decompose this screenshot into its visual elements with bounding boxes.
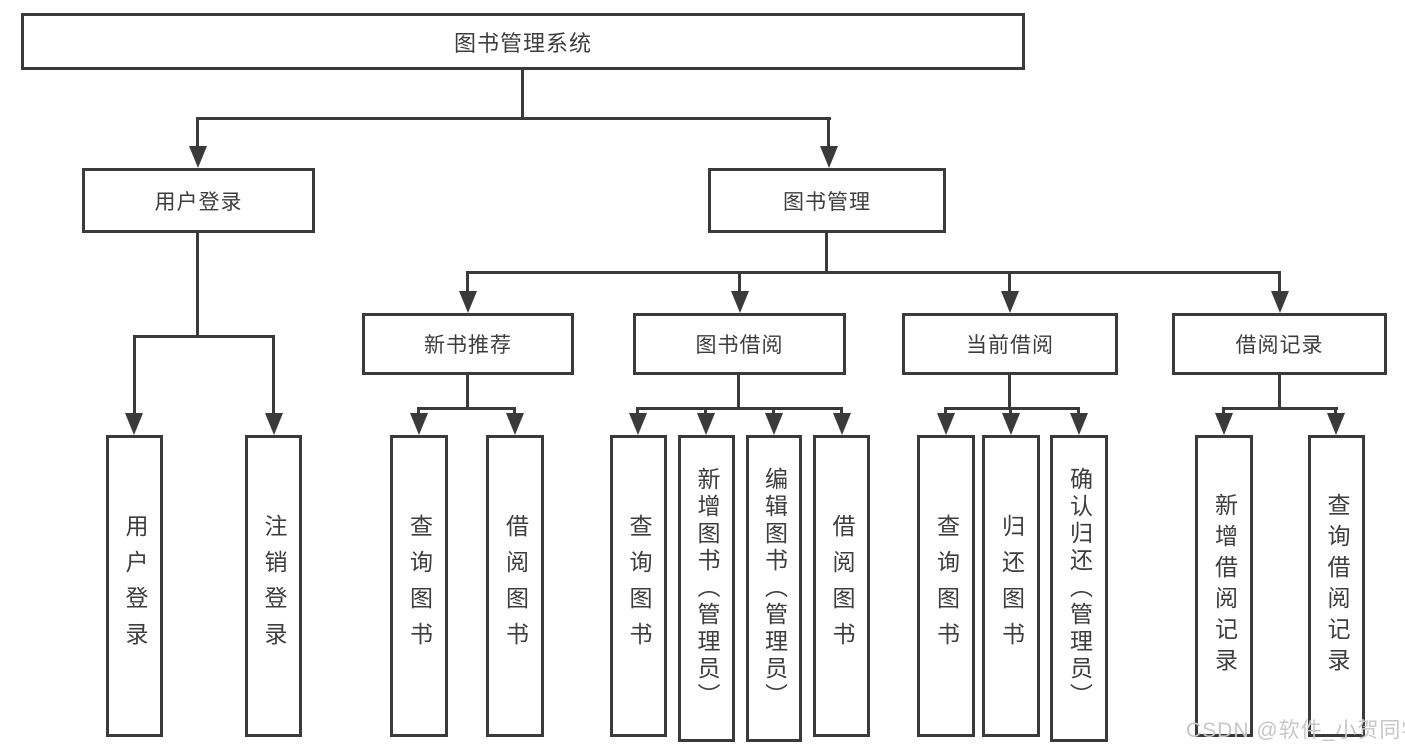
arrow-down-icon — [833, 413, 851, 435]
connector-line — [1009, 407, 1012, 416]
connector-line — [827, 117, 830, 149]
connector-line — [417, 407, 420, 416]
connector-line — [466, 271, 1281, 274]
connector-line — [636, 407, 639, 416]
connector-line — [637, 407, 843, 410]
connector-line — [1223, 407, 1338, 410]
connector-line — [133, 335, 136, 415]
node-borrow-records: 借阅记录 — [1172, 313, 1387, 375]
connector-line — [944, 407, 947, 416]
arrow-down-icon — [697, 413, 715, 435]
arrow-down-icon — [125, 413, 143, 435]
leaf-borrow-records-1: 查询借阅记录 — [1308, 435, 1365, 737]
arrow-down-icon — [459, 291, 477, 313]
arrow-down-icon — [1002, 413, 1020, 435]
connector-line — [513, 407, 516, 416]
watermark: CSDN @软件_小贺同学 — [1186, 719, 1405, 742]
arrow-down-icon — [731, 291, 749, 313]
arrow-down-icon — [1070, 413, 1088, 435]
node-current-borrow: 当前借阅 — [902, 313, 1118, 375]
node-book-borrow: 图书借阅 — [633, 313, 846, 375]
node-new-book-recommend: 新书推荐 — [362, 313, 574, 375]
leaf-book-borrow-2: 编辑图书（管理员） — [746, 435, 802, 742]
arrow-down-icon — [765, 413, 783, 435]
leaf-user-login-1: 注销登录 — [245, 435, 302, 737]
connector-line — [1334, 407, 1337, 416]
connector-line — [196, 117, 199, 149]
arrow-down-icon — [189, 146, 207, 168]
arrow-down-icon — [629, 413, 647, 435]
leaf-current-borrow-1: 归还图书 — [982, 435, 1040, 737]
node-user-login: 用户登录 — [82, 168, 315, 233]
connector-line — [737, 375, 740, 409]
connector-line — [272, 335, 275, 415]
leaf-borrow-records-0: 新增借阅记录 — [1195, 435, 1253, 737]
leaf-current-borrow-2: 确认归还（管理员） — [1050, 435, 1108, 742]
connector-line — [1278, 271, 1281, 293]
connector-line — [840, 407, 843, 416]
connector-line — [945, 407, 1080, 410]
connector-line — [466, 375, 469, 409]
connector-line — [197, 117, 831, 120]
leaf-new-book-rec-0: 查询图书 — [390, 435, 448, 737]
node-book-management: 图书管理 — [708, 168, 946, 233]
leaf-current-borrow-0: 查询图书 — [917, 435, 975, 737]
connector-line — [1008, 271, 1011, 293]
connector-line — [521, 70, 524, 118]
connector-line — [1222, 407, 1225, 416]
arrow-down-icon — [1327, 413, 1345, 435]
connector-line — [466, 271, 469, 293]
leaf-book-borrow-1: 新增图书（管理员） — [678, 435, 735, 742]
node-root: 图书管理系统 — [21, 13, 1025, 70]
leaf-book-borrow-3: 借阅图书 — [813, 435, 870, 737]
connector-line — [825, 233, 828, 273]
connector-line — [196, 233, 199, 336]
connector-line — [1077, 407, 1080, 416]
connector-line — [1008, 375, 1011, 409]
connector-line — [133, 335, 275, 338]
arrow-down-icon — [506, 413, 524, 435]
arrow-down-icon — [820, 146, 838, 168]
connector-line — [418, 407, 516, 410]
arrow-down-icon — [1215, 413, 1233, 435]
connector-line — [772, 407, 775, 416]
leaf-new-book-rec-1: 借阅图书 — [486, 435, 544, 737]
leaf-book-borrow-0: 查询图书 — [610, 435, 667, 737]
connector-line — [1278, 375, 1281, 409]
connector-line — [738, 271, 741, 293]
arrow-down-icon — [410, 413, 428, 435]
arrow-down-icon — [265, 413, 283, 435]
connector-line — [704, 407, 707, 416]
arrow-down-icon — [1271, 291, 1289, 313]
leaf-user-login-0: 用户登录 — [106, 435, 163, 737]
arrow-down-icon — [1001, 291, 1019, 313]
arrow-down-icon — [937, 413, 955, 435]
